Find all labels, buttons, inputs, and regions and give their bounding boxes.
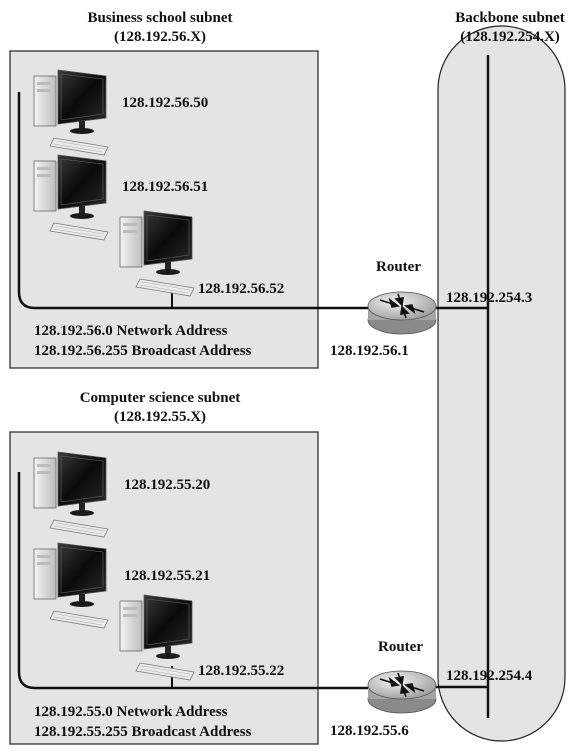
backbone-subnet-range: (128.192.254.X): [460, 29, 560, 45]
router-bottom-backbone-ip: 128.192.254.4: [446, 668, 533, 684]
business-subnet-title: Business school subnet: [87, 10, 233, 26]
router-icon: [367, 670, 437, 714]
business-broadcast-address: 128.192.56.255 Broadcast Address: [34, 343, 252, 359]
cs-host-ip-2: 128.192.55.21: [124, 568, 211, 584]
router-bottom-label: Router: [378, 639, 423, 655]
business-network-address: 128.192.56.0 Network Address: [34, 323, 228, 339]
business-bus-line: [17, 92, 370, 310]
cs-network-address: 128.192.55.0 Network Address: [34, 704, 228, 720]
business-subnet-range: (128.192.56.X): [113, 29, 207, 45]
router-icon: [367, 291, 437, 335]
cs-broadcast-address: 128.192.55.255 Broadcast Address: [34, 724, 252, 740]
business-host-ip-2: 128.192.56.51: [122, 179, 209, 195]
cs-host-ip-3: 128.192.55.22: [198, 663, 285, 679]
cs-subnet-range: (128.192.55.X): [113, 409, 207, 425]
business-host-ip-3: 128.192.56.52: [198, 281, 285, 297]
backbone-subnet-title: Backbone subnet: [455, 10, 565, 26]
cs-subnet-title: Computer science subnet: [79, 390, 241, 406]
router-top-label: Router: [376, 259, 421, 275]
router-top-inner-ip: 128.192.56.1: [330, 343, 409, 359]
router-bottom-inner-ip: 128.192.55.6: [330, 723, 409, 739]
router-top-backbone-ip: 128.192.254.3: [446, 290, 533, 306]
cs-bus-line: [17, 472, 370, 690]
cs-host-ip-1: 128.192.55.20: [124, 477, 211, 493]
business-host-ip-1: 128.192.56.50: [122, 95, 209, 111]
backbone-subnet-capsule: [437, 25, 566, 742]
